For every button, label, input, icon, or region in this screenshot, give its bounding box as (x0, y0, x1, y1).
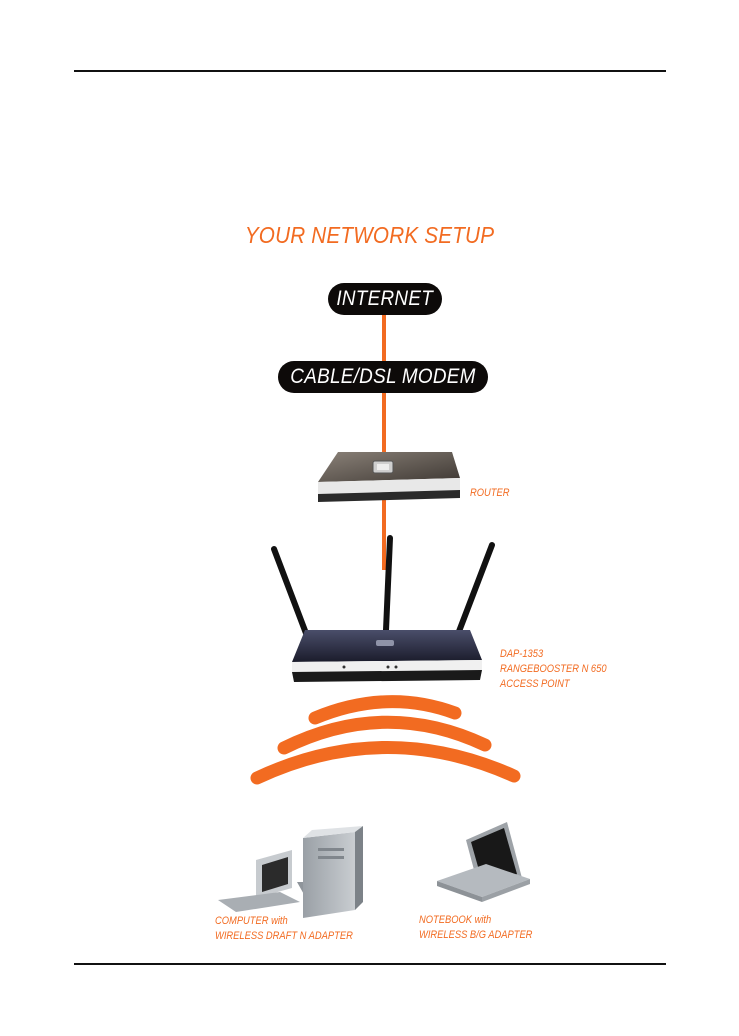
notebook-label-line: WIRELESS B/G ADAPTER (419, 928, 532, 943)
access-point-icon (274, 538, 492, 682)
router-icon (318, 452, 460, 502)
wireless-waves-icon (257, 702, 514, 778)
computer-label: COMPUTER with WIRELESS DRAFT N ADAPTER (215, 914, 377, 944)
notebook-icon (437, 822, 530, 902)
access-point-label-line: DAP-1353 (500, 647, 607, 662)
desktop-computer-icon (218, 826, 363, 918)
computer-label-line: WIRELESS DRAFT N ADAPTER (215, 929, 353, 944)
access-point-label-line: RANGEBOOSTER N 650 (500, 662, 607, 677)
footer-rule (74, 963, 666, 965)
access-point-label: DAP-1353 RANGEBOOSTER N 650 ACCESS POINT (500, 647, 625, 692)
access-point-label-line: ACCESS POINT (500, 677, 607, 692)
notebook-label-line: NOTEBOOK with (419, 913, 532, 928)
notebook-label: NOTEBOOK with WIRELESS B/G ADAPTER (419, 913, 552, 943)
router-label: ROUTER (470, 486, 516, 501)
computer-label-line: COMPUTER with (215, 914, 353, 929)
